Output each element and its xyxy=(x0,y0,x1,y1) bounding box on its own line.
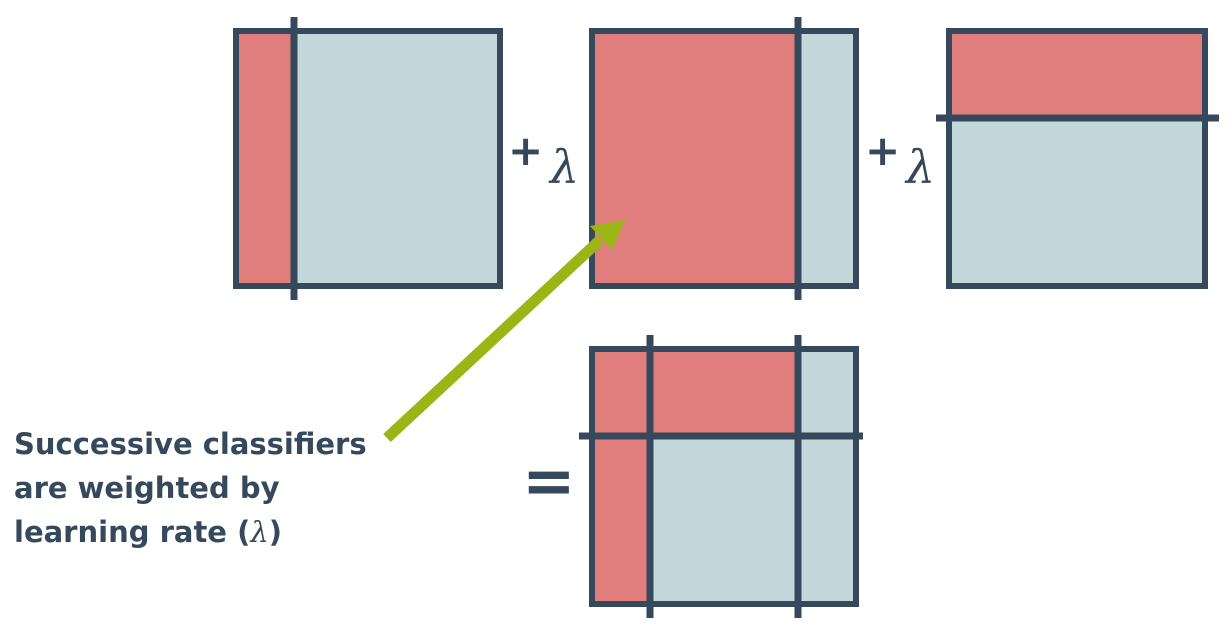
plus-sign-1: + xyxy=(508,126,544,175)
arrow-shaft xyxy=(383,235,604,443)
combined-classifier-box xyxy=(579,335,863,618)
classifier-2-red-region xyxy=(592,31,798,286)
classifier-1-box xyxy=(233,17,503,300)
caption-line-2: are weighted by xyxy=(14,471,280,505)
caption-line-1: Successive classifiers xyxy=(14,427,367,461)
classifier-3-box xyxy=(936,28,1219,289)
classifier-1-red-region xyxy=(236,31,294,286)
classifier-1-border xyxy=(233,28,503,289)
lambda-symbol-2: λ xyxy=(906,140,936,194)
combined-red-left-region xyxy=(592,349,650,604)
caption-line-3-suffix: ) xyxy=(268,515,282,549)
classifier-3-border xyxy=(946,28,1208,289)
equals-sign: = xyxy=(522,445,576,519)
caption-line-3-prefix: learning rate ( xyxy=(14,515,251,549)
caption-lambda: λ xyxy=(250,515,269,549)
plus-sign-2: + xyxy=(865,126,901,175)
classifier-2-border xyxy=(589,28,859,289)
lambda-symbol-1: λ xyxy=(550,140,580,194)
caption: Successive classifiers are weighted by l… xyxy=(14,422,367,554)
classifier-2-box xyxy=(589,17,859,300)
classifier-3-red-region xyxy=(949,31,1205,118)
annotation-arrow xyxy=(383,220,625,443)
combined-border xyxy=(589,346,859,607)
caption-line-3: learning rate (λ) xyxy=(14,510,367,554)
arrow-head xyxy=(590,220,625,250)
